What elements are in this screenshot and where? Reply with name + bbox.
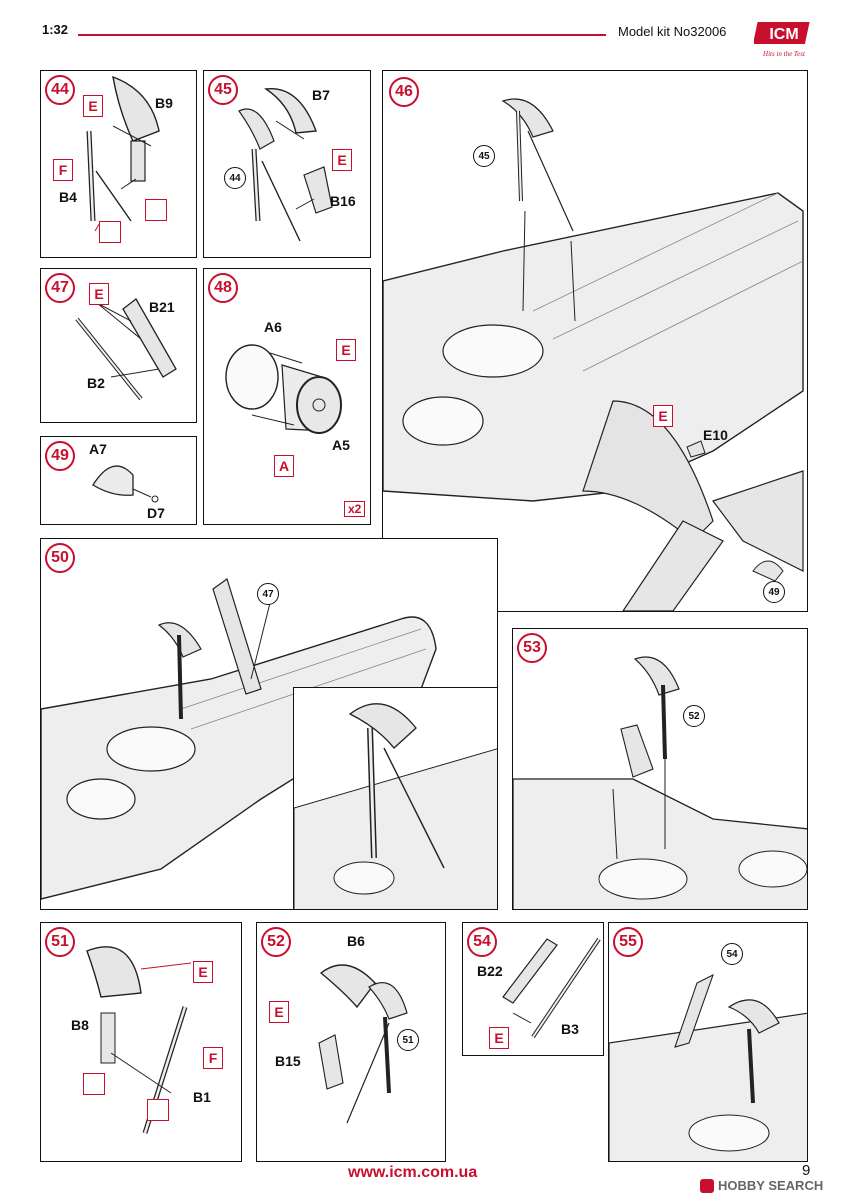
marker-F-44: F [53, 159, 73, 181]
step-46-number: 46 [389, 77, 419, 107]
step-51-number: 51 [45, 927, 75, 957]
watermark: HOBBY SEARCH [700, 1178, 823, 1193]
step-50-inset-drawing [294, 703, 497, 909]
ref-54: 54 [721, 943, 743, 965]
marker-E-54: E [489, 1027, 509, 1049]
part-A7: A7 [89, 441, 107, 457]
glue-icon [83, 1073, 105, 1095]
part-B21: B21 [149, 299, 175, 315]
website-label: www.icm.com.ua [348, 1164, 478, 1181]
part-A5: A5 [332, 437, 350, 453]
step-54-panel: 54 B22 E B3 [462, 922, 604, 1056]
svg-text:ICM: ICM [769, 26, 798, 43]
marker-E-46: E [653, 405, 673, 427]
step-55-drawing [609, 973, 807, 1161]
step-54-number: 54 [467, 927, 497, 957]
part-B7: B7 [312, 87, 330, 103]
svg-text:Hits in the Test: Hits in the Test [762, 50, 806, 58]
step-45-drawing [238, 88, 333, 242]
ref-51: 51 [397, 1029, 419, 1051]
ref-47: 47 [257, 583, 279, 605]
step-48-drawing [225, 344, 342, 434]
step-47-drawing [75, 298, 177, 401]
part-B6: B6 [347, 933, 365, 949]
glue-icon [147, 1099, 169, 1121]
step-53-panel: 53 52 [512, 628, 808, 910]
step-53-drawing [513, 656, 807, 909]
model-kit-label: Model kit No32006 [618, 24, 727, 39]
part-B1: B1 [193, 1089, 211, 1105]
step-51-drawing [86, 946, 192, 1134]
step-45-panel: 45 44 B7 E B16 [203, 70, 371, 258]
part-B2: B2 [87, 375, 105, 391]
step-52-number: 52 [261, 927, 291, 957]
step-47-number: 47 [45, 273, 75, 303]
step-50-number: 50 [45, 543, 75, 573]
step-53-number: 53 [517, 633, 547, 663]
step-49-panel: 49 A7 D7 [40, 436, 197, 525]
step-48-number: 48 [208, 273, 238, 303]
ref-52: 52 [683, 705, 705, 727]
step-51-panel: 51 E B8 F B1 [40, 922, 242, 1162]
step-45-number: 45 [208, 75, 238, 105]
part-B22: B22 [477, 963, 503, 979]
glue-icon [145, 199, 167, 221]
step-46-panel: 46 45 E E10 49 [382, 70, 808, 612]
step-50-inset [293, 687, 497, 909]
step-52-panel: 52 B6 E 51 B15 [256, 922, 446, 1162]
header-line [78, 34, 606, 36]
step-49-number: 49 [45, 441, 75, 471]
ref-44: 44 [224, 167, 246, 189]
step-44-number: 44 [45, 75, 75, 105]
marker-A-48: A [274, 455, 294, 477]
step-48-panel: 48 A6 E A5 A x2 [203, 268, 371, 525]
page-number: 9 [802, 1162, 811, 1179]
step-49-drawing [92, 465, 159, 503]
part-E10: E10 [703, 427, 728, 443]
brand-logo: ICM Hits in the Test [752, 20, 814, 64]
marker-E-52: E [269, 1001, 289, 1023]
marker-F-51: F [203, 1047, 223, 1069]
glue-icon [99, 221, 121, 243]
ref-49: 49 [763, 581, 785, 603]
step-55-number: 55 [613, 927, 643, 957]
part-D7: D7 [147, 505, 165, 521]
part-B16: B16 [330, 193, 356, 209]
step-54-drawing [502, 937, 601, 1039]
step-47-panel: 47 E B21 B2 [40, 268, 197, 423]
part-B3: B3 [561, 1021, 579, 1037]
marker-E-48: E [336, 339, 356, 361]
step-50-panel: 50 47 [40, 538, 498, 910]
marker-E-45: E [332, 149, 352, 171]
watermark-icon [700, 1178, 714, 1193]
scale-label: 1:32 [42, 22, 69, 37]
watermark-text: HOBBY SEARCH [718, 1178, 824, 1193]
ref-45: 45 [473, 145, 495, 167]
part-B15: B15 [275, 1053, 301, 1069]
step-44-panel: 44 E F B9 B4 [40, 70, 197, 258]
part-B9: B9 [155, 95, 173, 111]
step-55-panel: 55 54 [608, 922, 808, 1162]
marker-E-44: E [83, 95, 103, 117]
part-B8: B8 [71, 1017, 89, 1033]
marker-E-47: E [89, 283, 109, 305]
step-52-drawing [318, 964, 408, 1124]
step-46-drawing [383, 98, 804, 611]
quantity-x2: x2 [344, 501, 366, 517]
part-B4: B4 [59, 189, 77, 205]
part-A6: A6 [264, 319, 282, 335]
marker-E-51: E [193, 961, 213, 983]
